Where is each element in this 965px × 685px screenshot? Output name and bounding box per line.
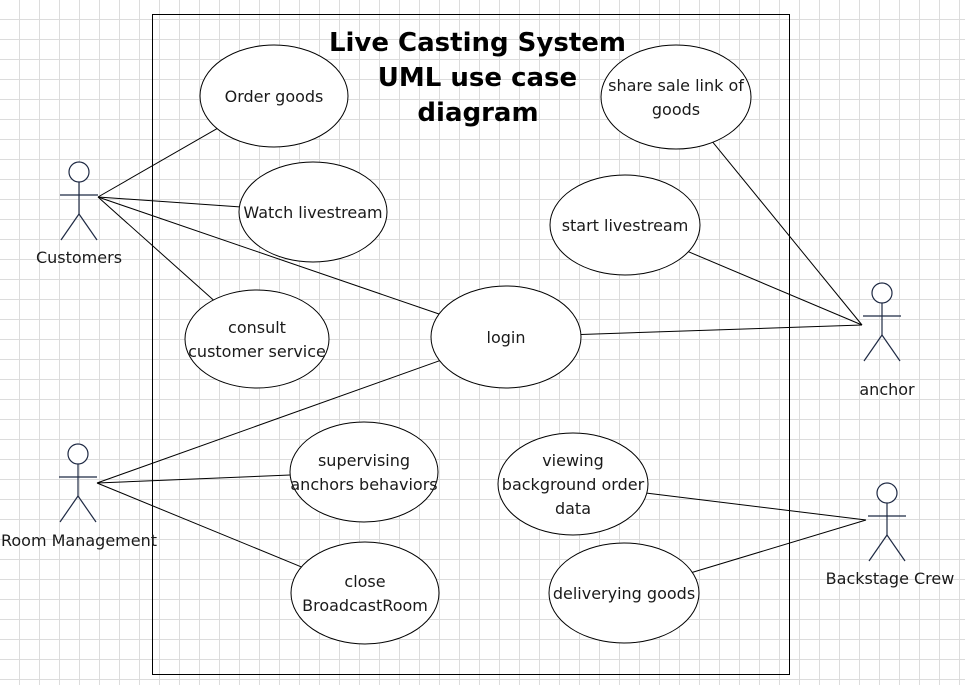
- use-case-label-line: BroadcastRoom: [302, 596, 428, 615]
- use-case-label-line: anchors behaviors: [290, 475, 437, 494]
- association-anchor-share-sale-link-of-goods: [712, 141, 863, 326]
- actor-label: anchor: [859, 380, 915, 399]
- actor-figure-icon: [863, 282, 901, 362]
- associations: [96, 128, 867, 573]
- use-case-supervising-anchors-behaviors[interactable]: supervising anchors behaviors: [289, 421, 439, 523]
- actor-right-leg: [881, 334, 901, 362]
- use-case-label-line: customer service: [188, 342, 326, 361]
- use-case-ellipse: [549, 174, 701, 276]
- actor-label: Customers: [36, 248, 122, 267]
- actor-label: Backstage Crew: [826, 569, 955, 588]
- actor-head: [871, 282, 893, 304]
- actor-head: [876, 482, 898, 504]
- use-case-label-line: data: [555, 499, 591, 518]
- use-case-label-line: login: [487, 328, 526, 347]
- actor-backstage-crew[interactable]: Backstage Crew: [826, 482, 955, 588]
- use-case-ellipse: [289, 421, 439, 523]
- actor-head: [68, 161, 90, 183]
- association-customers-login: [97, 196, 440, 315]
- use-case-start-livestream[interactable]: start livestream: [549, 174, 701, 276]
- use-case-login[interactable]: login: [430, 285, 582, 389]
- use-case-label: login: [487, 328, 526, 347]
- actor-right-leg: [78, 213, 98, 241]
- system-boundary: [152, 14, 790, 675]
- actor-left-leg: [863, 334, 883, 362]
- use-case-label-line: background order: [502, 475, 645, 494]
- association-customers-consult-customer-service: [97, 196, 214, 301]
- use-case-ellipse: [199, 44, 349, 148]
- use-case-share-sale-link-of-goods[interactable]: share sale link of goods: [600, 44, 752, 150]
- use-case-label-line: Order goods: [225, 87, 324, 106]
- diagram-title-line-3: diagram: [417, 98, 538, 128]
- use-case-deliverying-goods[interactable]: deliverying goods: [548, 542, 700, 644]
- use-case-label-line: deliverying goods: [553, 584, 695, 603]
- use-case-label-line: share sale link of: [608, 76, 744, 95]
- association-room-management-supervising-anchors-behaviors: [96, 474, 291, 484]
- actor-customers[interactable]: Customers: [36, 161, 122, 267]
- use-case-ellipse: [430, 285, 582, 389]
- use-case-label-line: consult: [228, 318, 286, 337]
- association-backstage-crew-viewing-background-order-data: [646, 492, 867, 521]
- actor-left-leg: [60, 213, 80, 241]
- use-case-label: share sale link of goods: [608, 76, 744, 119]
- diagram-title-line-1: Live Casting System: [329, 28, 626, 58]
- actor-right-leg: [77, 495, 97, 523]
- actor-figure-icon: [59, 443, 97, 523]
- use-case-ellipse: [238, 161, 388, 263]
- use-case-label-line: goods: [652, 100, 700, 119]
- association-anchor-start-livestream: [688, 251, 863, 326]
- use-case-label: consult customer service: [188, 318, 326, 361]
- use-case-ellipse: [548, 542, 700, 644]
- use-case-ellipse: [290, 541, 440, 645]
- use-case-ellipse: [600, 44, 752, 150]
- association-customers-order-goods: [97, 128, 218, 198]
- use-case-watch-livestream[interactable]: Watch livestream: [238, 161, 388, 263]
- use-case-label: deliverying goods: [553, 584, 695, 603]
- use-case-label: start livestream: [562, 216, 689, 235]
- actor-room-management[interactable]: Room Management: [1, 443, 157, 550]
- use-case-viewing-background-order-data[interactable]: viewing background order data: [497, 432, 649, 536]
- use-case-label: Order goods: [225, 87, 324, 106]
- use-case-ellipse: [184, 289, 330, 389]
- use-case-label: supervising anchors behaviors: [290, 451, 437, 494]
- actor-figure-icon: [60, 161, 98, 241]
- association-room-management-close-broadcastroom: [96, 482, 302, 568]
- association-customers-watch-livestream: [97, 196, 240, 208]
- association-room-management-login: [96, 360, 440, 484]
- diagram-title-line-2: UML use case: [378, 63, 577, 93]
- association-backstage-crew-deliverying-goods: [692, 519, 867, 573]
- use-case-consult-customer-service[interactable]: consult customer service: [184, 289, 330, 389]
- diagram-title: Live Casting System UML use case diagram: [329, 28, 635, 128]
- association-anchor-login: [580, 324, 863, 335]
- use-case-label-line: start livestream: [562, 216, 689, 235]
- actor-label: Room Management: [1, 531, 157, 550]
- actor-anchor[interactable]: anchor: [859, 282, 915, 399]
- use-case-order-goods[interactable]: Order goods: [199, 44, 349, 148]
- use-case-label-line: close: [344, 572, 385, 591]
- actor-figure-icon: [868, 482, 906, 562]
- use-case-label-line: Watch livestream: [243, 203, 382, 222]
- actor-left-leg: [59, 495, 79, 523]
- actor-head: [67, 443, 89, 465]
- use-case-label-line: supervising: [318, 451, 410, 470]
- use-case-label: Watch livestream: [243, 203, 382, 222]
- actor-right-leg: [886, 534, 906, 562]
- use-case-ellipse: [497, 432, 649, 536]
- use-case-label: viewing background order data: [502, 451, 645, 518]
- actor-left-leg: [868, 534, 888, 562]
- use-case-label-line: viewing: [542, 451, 604, 470]
